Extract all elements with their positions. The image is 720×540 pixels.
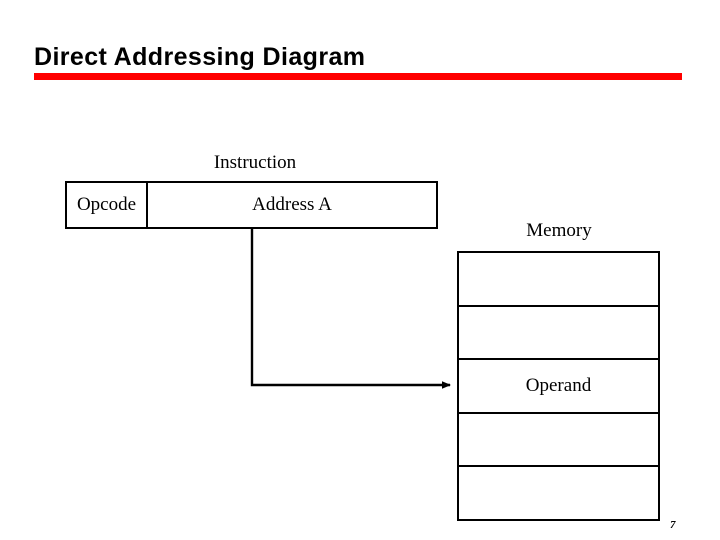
- memory-cell: [459, 467, 658, 519]
- page-title: Direct Addressing Diagram: [34, 43, 366, 71]
- instruction-field-opcode: Opcode: [67, 183, 148, 227]
- memory-label: Memory: [526, 220, 592, 241]
- memory-table: Operand: [457, 251, 660, 521]
- memory-cell: [459, 253, 658, 307]
- instruction-field-address: Address A: [252, 194, 332, 215]
- memory-cell-operand: Operand: [459, 360, 658, 414]
- instruction-box: Opcode Address A: [65, 181, 438, 229]
- instruction-label: Instruction: [213, 152, 297, 173]
- memory-cell: [459, 307, 658, 361]
- title-underline-rule: [34, 73, 682, 80]
- memory-cell: [459, 414, 658, 468]
- page-number: 7: [670, 519, 676, 531]
